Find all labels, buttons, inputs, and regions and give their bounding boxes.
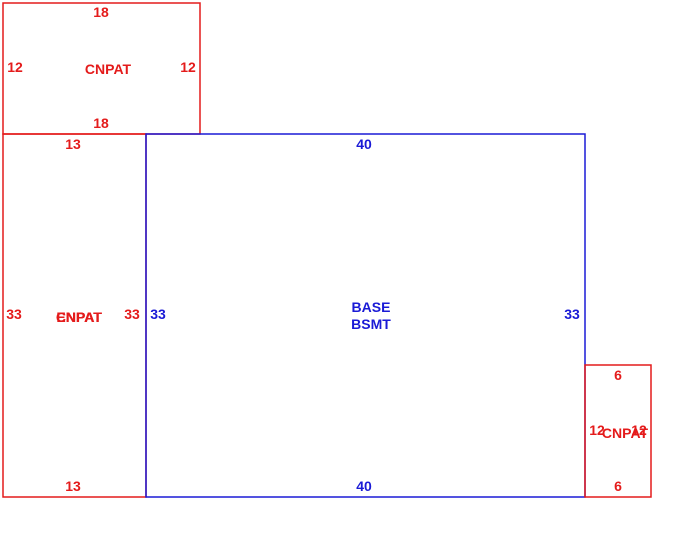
- left-carport-label-overlap: ENPAT: [56, 309, 102, 325]
- base-left-dimension: 33: [150, 306, 166, 322]
- left-carport-left-dimension: 33: [6, 306, 22, 322]
- area-top-carport[interactable]: CNPAT 18 18 12 12: [2, 2, 201, 135]
- right-carport-left-dimension: 12: [589, 422, 605, 438]
- base-top-dimension: 40: [356, 136, 372, 152]
- left-carport-right-dimension: 33: [124, 306, 140, 322]
- left-carport-bottom-dimension: 13: [65, 478, 81, 494]
- base-bottom-dimension: 40: [356, 478, 372, 494]
- base-right-dimension: 33: [564, 306, 580, 322]
- right-carport-right-dimension: 12: [631, 422, 647, 438]
- left-carport-top-dimension: 13: [65, 136, 81, 152]
- area-right-carport[interactable]: CNPAT 6 6 12 12: [584, 364, 652, 498]
- base-label-line1: BASE: [352, 299, 391, 315]
- top-carport-right-dimension: 12: [180, 59, 196, 75]
- base-outline: [145, 133, 586, 498]
- top-carport-bottom-dimension: 18: [93, 115, 109, 131]
- base-label-line2: BSMT: [351, 316, 391, 332]
- left-carport-label: CNPAT: [56, 309, 103, 325]
- top-carport-left-dimension: 12: [7, 59, 23, 75]
- top-carport-top-dimension: 18: [93, 4, 109, 20]
- right-carport-outline: [584, 364, 652, 498]
- top-carport-label: CNPAT: [85, 61, 132, 77]
- right-carport-top-dimension: 6: [614, 367, 622, 383]
- area-left-carport[interactable]: CNPAT ENPAT 13 13 33 33: [2, 133, 147, 498]
- right-carport-label: CNPAT: [602, 425, 649, 441]
- right-carport-bottom-dimension: 6: [614, 478, 622, 494]
- area-base[interactable]: BASE BSMT 40 40 33 33: [145, 133, 586, 498]
